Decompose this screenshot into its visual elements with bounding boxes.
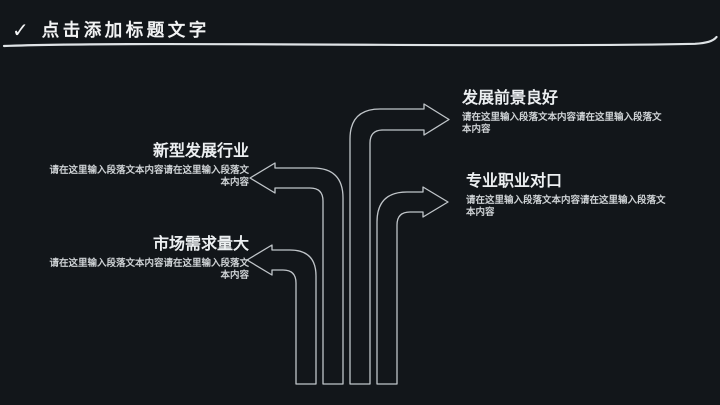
block-body: 请在这里输入段落文本内容请在这里输入段落文本内容 — [49, 166, 249, 188]
slide-title-text: 点击添加标题文字 — [41, 20, 210, 40]
block-heading: 发展前景良好 — [462, 90, 559, 107]
text-block-top-right[interactable]: 发展前景良好 请在这里输入段落文本内容请在这里输入段落文本内容 — [462, 89, 665, 136]
check-icon: ✓ — [12, 18, 29, 42]
block-body: 请在这里输入段落文本内容请在这里输入段落文本内容 — [462, 113, 662, 135]
text-block-bottom-left[interactable]: 市场需求量大 请在这里输入段落文本内容请在这里输入段落文本内容 — [46, 235, 249, 282]
block-heading: 专业职业对口 — [466, 173, 563, 190]
block-heading: 市场需求量大 — [152, 236, 249, 253]
title-underline — [2, 35, 718, 48]
text-block-middle-left[interactable]: 新型发展行业 请在这里输入段落文本内容请在这里输入段落文本内容 — [46, 142, 249, 189]
block-heading: 新型发展行业 — [152, 143, 249, 160]
slide-title-placeholder[interactable]: ✓ 点击添加标题文字 — [12, 19, 210, 41]
arrow-middle-left — [249, 162, 344, 385]
arrow-middle-right — [376, 186, 449, 385]
block-body: 请在这里输入段落文本内容请在这里输入段落文本内容 — [466, 196, 666, 218]
text-block-middle-right[interactable]: 专业职业对口 请在这里输入段落文本内容请在这里输入段落文本内容 — [466, 172, 669, 219]
arrow-top-right — [349, 103, 450, 385]
block-body: 请在这里输入段落文本内容请在这里输入段落文本内容 — [49, 259, 249, 281]
arrow-bottom-left — [246, 244, 317, 385]
